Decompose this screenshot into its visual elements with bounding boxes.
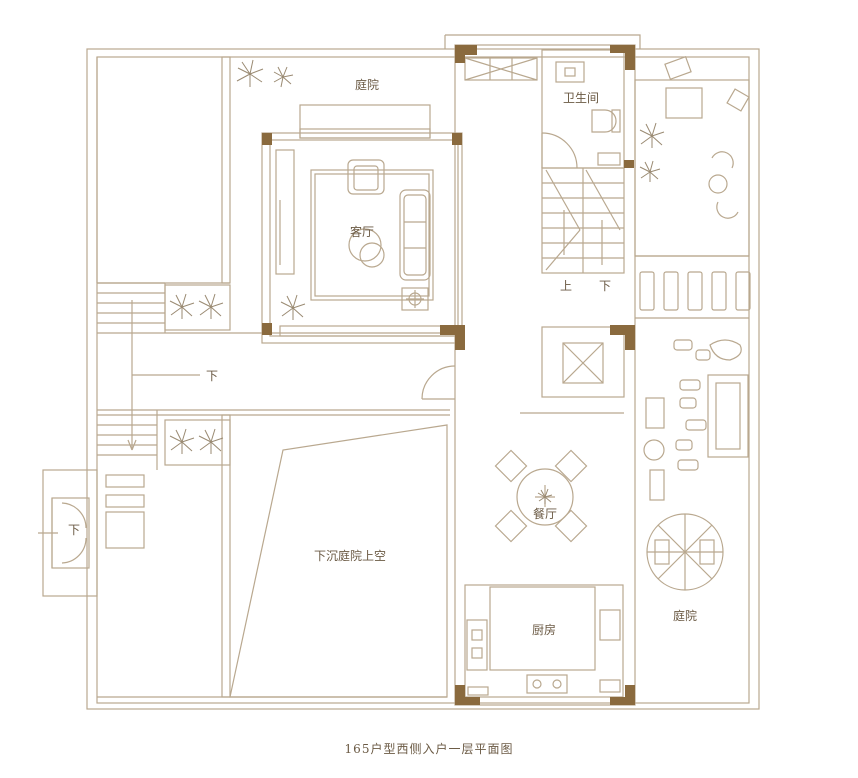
storage-box-2 bbox=[105, 494, 145, 508]
label-dining-room: 餐厅 bbox=[533, 506, 557, 521]
dining-table bbox=[494, 449, 588, 543]
west-stairs bbox=[97, 282, 200, 470]
living-room-rug bbox=[310, 169, 434, 301]
sun-loungers bbox=[639, 271, 751, 311]
tv-cabinet bbox=[275, 149, 295, 275]
storage-box-1 bbox=[105, 474, 145, 488]
elevator bbox=[541, 326, 625, 398]
sofa-set bbox=[347, 159, 431, 311]
plan-caption: 165户型西侧入户一层平面图 bbox=[344, 742, 514, 756]
site-boundary bbox=[86, 48, 760, 710]
rock-garden bbox=[643, 339, 749, 501]
label-stair-up: 上 bbox=[560, 279, 572, 293]
main-stairs bbox=[541, 167, 625, 274]
label-living-room: 客厅 bbox=[350, 224, 374, 239]
label-entry-down: 下 bbox=[68, 523, 80, 537]
label-courtyard-north: 庭院 bbox=[355, 77, 379, 92]
label-courtyard-east: 庭院 bbox=[673, 608, 697, 623]
kitchen bbox=[464, 584, 624, 698]
plants bbox=[169, 59, 665, 504]
bathroom bbox=[541, 49, 625, 169]
label-kitchen: 厨房 bbox=[532, 622, 556, 637]
label-stair-down: 下 bbox=[599, 279, 611, 293]
garden-umbrella bbox=[646, 513, 724, 591]
planter-lower bbox=[164, 419, 231, 466]
west-lower-strip bbox=[221, 414, 231, 698]
label-sunken-courtyard-void: 下沉庭院上空 bbox=[314, 548, 386, 563]
west-planter-strip bbox=[221, 56, 231, 284]
site-boundary-inner bbox=[96, 56, 750, 704]
planter-upper bbox=[164, 284, 231, 331]
west-entry-gate bbox=[38, 469, 98, 597]
building-main bbox=[454, 44, 636, 706]
kitchen-island bbox=[489, 586, 596, 671]
washbasin bbox=[555, 61, 585, 83]
foyer-window bbox=[464, 57, 538, 81]
label-west-stair-down: 下 bbox=[206, 369, 218, 383]
living-room bbox=[261, 132, 463, 344]
sunken-courtyard-void bbox=[229, 424, 448, 698]
storage-box-3 bbox=[105, 511, 145, 549]
label-bathroom: 卫生间 bbox=[563, 91, 599, 105]
toilet bbox=[591, 109, 617, 133]
